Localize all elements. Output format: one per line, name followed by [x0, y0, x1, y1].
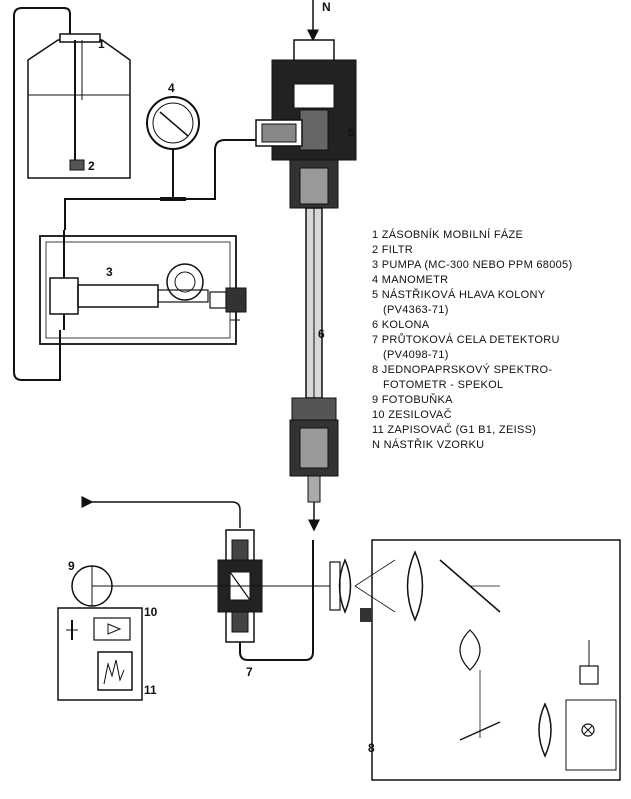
spectrophotometer [329, 539, 621, 781]
callout-2: 2 [88, 159, 95, 173]
manometer [146, 96, 200, 201]
legend-item-3: 3 PUMPA (MC-300 NEBO PPM 68005) [372, 259, 573, 271]
amplifier-and-recorder [57, 607, 143, 701]
legend-item-n: N NÁSTŘIK VZORKU [372, 439, 485, 451]
photocell [71, 565, 113, 607]
callout-6: 6 [318, 327, 325, 341]
legend-item-8-detail: FOTOMETR - SPEKOL [383, 379, 504, 391]
callout-9: 9 [68, 559, 75, 573]
legend-item-11: 11 ZAPISOVAČ (G1 B1, ZEISS) [372, 424, 537, 436]
legend-item-2: 2 FILTR [372, 244, 414, 256]
callout-1: 1 [98, 37, 105, 51]
spectrophotometer-knob [360, 608, 372, 622]
legend: 1 ZÁSOBNÍK MOBILNÍ FÁZE 2 FILTR 3 PUMPA … [372, 228, 627, 453]
callout-5: 5 [348, 125, 355, 139]
legend-item-5-detail: (PV4363-71) [383, 304, 449, 316]
legend-item-7: 7 PRŮTOKOVÁ CELA DETEKTORU [372, 334, 560, 346]
callout-3: 3 [106, 265, 113, 279]
filter [69, 159, 85, 171]
legend-item-9: 9 FOTOBUŇKA [372, 394, 453, 406]
pump-to-manometer-line [64, 198, 160, 230]
pump [39, 230, 247, 345]
legend-item-7-detail: (PV4098-71) [383, 349, 449, 361]
capillary-line-left [13, 7, 71, 381]
legend-item-1: 1 ZÁSOBNÍK MOBILNÍ FÁZE [372, 229, 524, 241]
injection-head [255, 0, 357, 209]
legend-item-8: 8 JEDNOPAPRSKOVÝ SPEKTRO- [372, 364, 553, 376]
mobile-phase-reservoir [27, 33, 131, 179]
legend-item-5: 5 NÁSTŘIKOVÁ HLAVA KOLONY [372, 289, 546, 301]
legend-item-10: 10 ZESILOVAČ [372, 409, 452, 421]
callout-7: 7 [246, 665, 253, 679]
callout-11: 11 [144, 683, 157, 697]
label-n-top: N [322, 0, 331, 14]
flow-cell [81, 496, 314, 661]
callout-10: 10 [144, 605, 158, 619]
legend-item-4: 4 MANOMETR [372, 274, 449, 286]
callout-4: 4 [168, 81, 175, 95]
column [289, 207, 339, 532]
manometer-to-head-line [186, 139, 258, 200]
callout-8: 8 [368, 741, 375, 755]
legend-item-6: 6 KOLONA [372, 319, 430, 331]
